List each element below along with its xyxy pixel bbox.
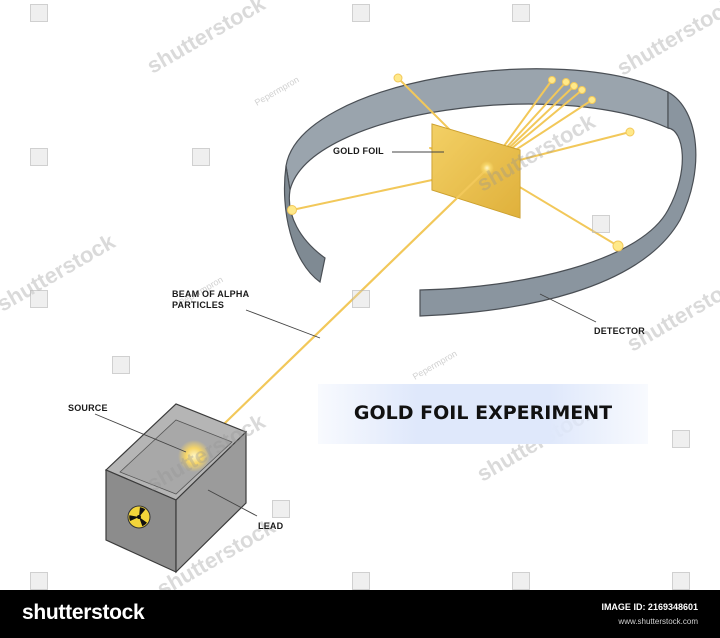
- watermark-square: [512, 4, 530, 22]
- watermark-square: [272, 500, 290, 518]
- beam-impact-glow: [480, 161, 494, 175]
- label-gold-foil: GOLD FOIL: [333, 146, 384, 156]
- watermark-square: [352, 4, 370, 22]
- footer-site-link[interactable]: www.shutterstock.com: [618, 617, 698, 626]
- watermark-square: [192, 148, 210, 166]
- label-beam-alpha-particles: BEAM OF ALPHA PARTICLES: [172, 289, 250, 310]
- leader-lines: [94, 151, 597, 517]
- watermark-square: [512, 572, 530, 590]
- watermark-square: [672, 430, 690, 448]
- title-band: GOLD FOIL EXPERIMENT: [318, 384, 648, 444]
- detector-hits: [287, 73, 635, 252]
- gold-foil: [431, 123, 521, 219]
- watermark-square: [352, 572, 370, 590]
- watermark-square: [672, 572, 690, 590]
- label-detector: DETECTOR: [594, 326, 645, 336]
- watermark-square: [30, 572, 48, 590]
- radiation-icon: [127, 505, 151, 529]
- watermark-square: [592, 215, 610, 233]
- footer-image-id: IMAGE ID: 2169348601: [601, 602, 698, 612]
- alpha-beam: [192, 168, 488, 455]
- gold-foil-diagram: [94, 68, 697, 574]
- footer-brand-logo[interactable]: shutterstock: [22, 601, 145, 624]
- detector-ring-front: [419, 90, 697, 317]
- watermark-square: [352, 290, 370, 308]
- diagram-title: GOLD FOIL EXPERIMENT: [353, 402, 613, 424]
- label-source: SOURCE: [68, 403, 108, 413]
- watermark-square: [30, 4, 48, 22]
- label-lead: LEAD: [258, 521, 284, 531]
- watermark-square: [30, 290, 48, 308]
- source-glow: [178, 440, 210, 472]
- watermark-square: [30, 148, 48, 166]
- footer-bar: shutterstock IMAGE ID: 2169348601 www.sh…: [0, 590, 720, 638]
- watermark-square: [112, 356, 130, 374]
